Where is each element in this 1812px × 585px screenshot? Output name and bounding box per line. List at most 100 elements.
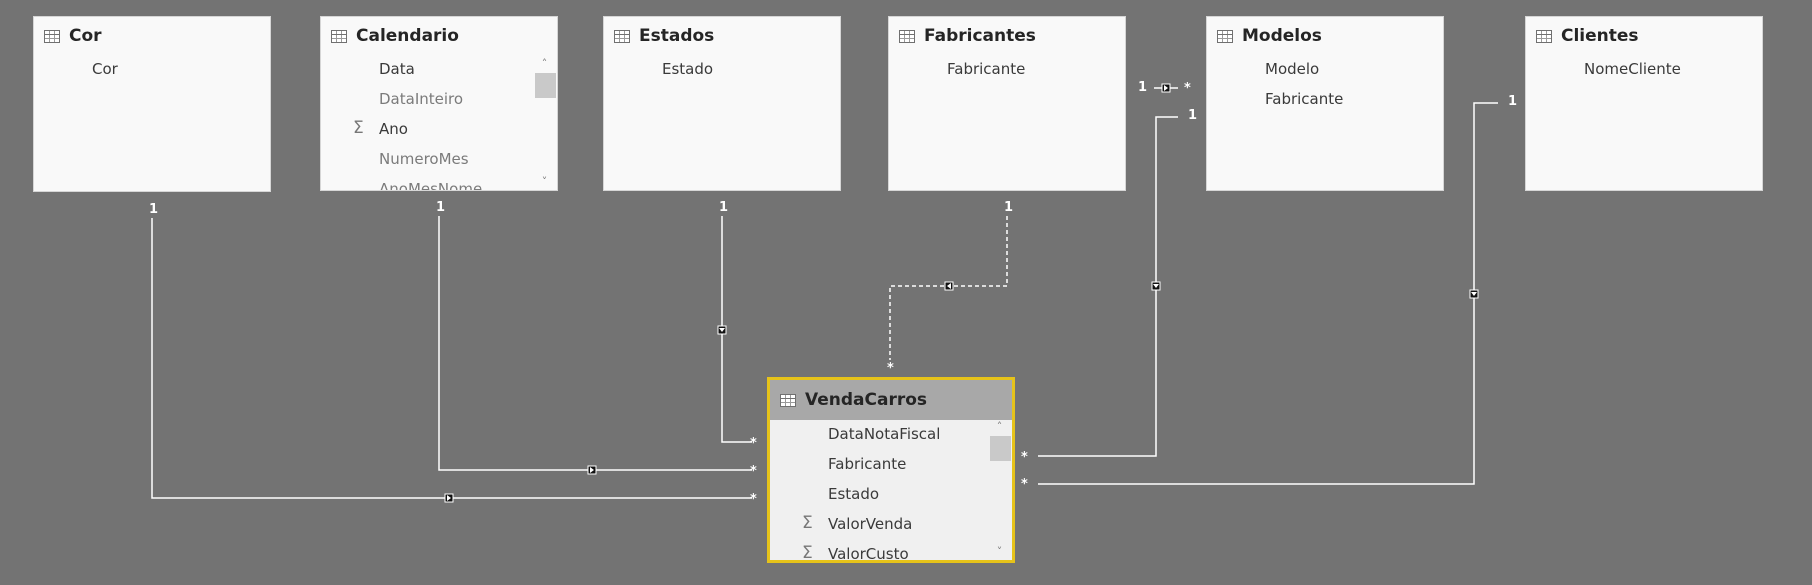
field-label: Fabricante — [947, 60, 1026, 78]
field-row[interactable]: NomeCliente — [1526, 55, 1762, 85]
table-header[interactable]: Fabricantes — [889, 17, 1125, 55]
table-header[interactable]: Calendario — [321, 17, 557, 55]
table-icon — [331, 29, 347, 43]
field-row[interactable]: Cor — [34, 55, 270, 85]
chevron-up-icon[interactable]: ˄ — [541, 57, 548, 70]
table-title: Fabricantes — [924, 26, 1036, 46]
table-icon — [780, 393, 796, 407]
field-label: NomeCliente — [1584, 60, 1681, 78]
cardinality-one: 1 — [1138, 80, 1148, 95]
table-icon — [1217, 29, 1233, 43]
rel-line-estados — [721, 216, 752, 443]
table-icon — [899, 29, 915, 43]
field-label: DataInteiro — [379, 90, 464, 108]
field-row[interactable]: Fabricante — [889, 55, 1125, 85]
field-label: Estado — [662, 60, 714, 78]
field-list: Fabricante — [889, 55, 1125, 85]
chevron-down-icon[interactable]: ˅ — [541, 175, 548, 188]
field-row[interactable]: Σ ValorCusto — [770, 540, 1012, 563]
table-title: Cor — [69, 26, 102, 46]
field-row[interactable]: Estado — [604, 55, 840, 85]
field-row[interactable]: AnoMesNome — [321, 175, 557, 191]
field-label: Estado — [828, 485, 880, 503]
scroll-thumb[interactable] — [535, 73, 556, 98]
field-label: DataNotaFiscal — [828, 425, 941, 443]
cardinality-many: * — [750, 492, 757, 507]
table-header[interactable]: Clientes — [1526, 17, 1762, 55]
field-label: Modelo — [1265, 60, 1320, 78]
cardinality-many: * — [1021, 450, 1028, 465]
field-label: Fabricante — [828, 455, 907, 473]
direction-arrow-icon — [717, 325, 727, 335]
field-label: Cor — [92, 60, 118, 78]
direction-arrow-icon — [1161, 83, 1171, 93]
table-title: Estados — [639, 26, 715, 46]
cardinality-one: 1 — [1508, 94, 1518, 109]
field-row[interactable]: NumeroMes — [321, 145, 557, 175]
table-icon — [1536, 29, 1552, 43]
table-header[interactable]: VendaCarros — [770, 380, 1012, 420]
cardinality-many: * — [750, 436, 757, 451]
cardinality-many: * — [1184, 81, 1191, 96]
table-header[interactable]: Modelos — [1207, 17, 1443, 55]
direction-arrow-icon — [944, 281, 954, 291]
table-header[interactable]: Estados — [604, 17, 840, 55]
chevron-up-icon[interactable]: ˄ — [996, 420, 1003, 433]
field-label: Data — [379, 60, 415, 78]
field-list: Cor — [34, 55, 270, 85]
field-list: NomeCliente — [1526, 55, 1762, 85]
sigma-icon: Σ — [802, 513, 813, 533]
field-label: Ano — [379, 120, 408, 138]
sigma-icon: Σ — [353, 118, 364, 138]
field-row[interactable]: Σ ValorVenda — [770, 510, 1012, 540]
field-label: ValorVenda — [828, 515, 913, 533]
table-title: Calendario — [356, 26, 459, 46]
table-icon — [44, 29, 60, 43]
direction-arrow-icon — [1469, 289, 1479, 299]
direction-arrow-icon — [587, 465, 597, 475]
cardinality-one: 1 — [719, 200, 729, 215]
table-icon — [614, 29, 630, 43]
cardinality-many: * — [887, 361, 894, 376]
chevron-down-icon[interactable]: ˅ — [996, 545, 1003, 558]
cardinality-one: 1 — [149, 202, 159, 217]
field-row[interactable]: Fabricante — [770, 450, 1012, 480]
cardinality-one: 1 — [1188, 108, 1198, 123]
field-row[interactable]: Fabricante — [1207, 85, 1443, 115]
field-row[interactable]: DataInteiro — [321, 85, 557, 115]
field-row[interactable]: Data — [321, 55, 557, 85]
field-list: Estado — [604, 55, 840, 85]
table-title: Modelos — [1242, 26, 1322, 46]
field-row[interactable]: Estado — [770, 480, 1012, 510]
rel-line-calendario — [438, 216, 752, 471]
vertical-scrollbar[interactable]: ˄˅ — [990, 418, 1012, 560]
cardinality-one: 1 — [436, 200, 446, 215]
cardinality-many: * — [1021, 477, 1028, 492]
cardinality-many: * — [750, 464, 757, 479]
table-header[interactable]: Cor — [34, 17, 270, 55]
field-label: ValorCusto — [828, 545, 909, 563]
table-title: VendaCarros — [805, 390, 928, 410]
field-label: Fabricante — [1265, 90, 1344, 108]
field-label: AnoMesNome — [379, 180, 483, 191]
direction-arrow-icon — [1151, 281, 1161, 291]
field-label: NumeroMes — [379, 150, 469, 168]
sigma-icon: Σ — [802, 543, 813, 563]
field-row[interactable]: DataNotaFiscal — [770, 420, 1012, 450]
field-row[interactable]: Σ Ano — [321, 115, 557, 145]
scroll-thumb[interactable] — [990, 436, 1011, 461]
field-row[interactable]: Modelo — [1207, 55, 1443, 85]
vertical-scrollbar[interactable]: ˄˅ — [535, 55, 557, 190]
rel-line-cor — [151, 218, 752, 499]
